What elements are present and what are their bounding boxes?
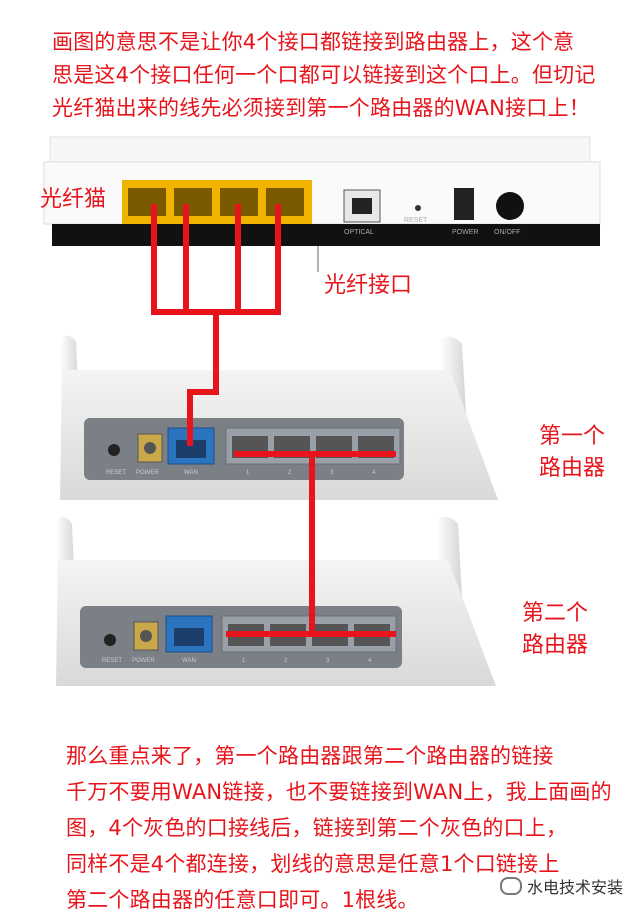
label-router-1: 第一个 路由器 <box>537 421 607 485</box>
router-2: RESET POWER WAN 1 2 3 4 <box>56 516 496 686</box>
note-line: 那么重点来了，第一个路由器跟第二个路由器的链接 <box>66 744 554 768</box>
router1-port-label: 2 <box>288 470 292 476</box>
modem-lan-ports <box>128 188 304 216</box>
label-optical-port: 光纤接口 <box>324 273 413 298</box>
optical-modem: OPTICAL RESET POWER ON/OFF <box>43 136 601 246</box>
note-line: 光纤猫出来的线先必须接到第一个路由器的WAN接口上！ <box>52 96 590 120</box>
bottom-instruction-note: 那么重点来了，第一个路由器跟第二个路由器的链接 千万不要用WAN链接，也不要链接… <box>66 738 636 916</box>
router1-reset-hole <box>108 444 120 456</box>
label-line: 路由器 <box>521 633 588 658</box>
router1-port-label: 3 <box>330 470 334 476</box>
label-router-2: 第二个 路由器 <box>520 598 590 662</box>
router2-port-label: 3 <box>326 658 330 664</box>
note-line: 画图的意思不是让你4个接口都链接到路由器上，这个意 <box>52 30 575 54</box>
watermark-text: 水电技术安装 <box>527 878 624 897</box>
router2-port-label: WAN <box>182 658 196 664</box>
modem-ports-merge-wire <box>151 204 281 315</box>
modem-port-label: OPTICAL <box>344 229 374 236</box>
wechat-icon <box>500 877 522 895</box>
modem-reset-hole <box>415 205 421 211</box>
note-line: 图，4个灰色的口接线后，链接到第二个灰色的口上， <box>66 816 568 840</box>
modem-to-router1-wan-wire <box>187 312 219 446</box>
wiring-lines <box>151 204 396 637</box>
router-1: RESET POWER WAN 1 2 3 4 <box>60 335 498 500</box>
router2-port-label: POWER <box>132 658 155 664</box>
router1-port-label: 4 <box>372 470 376 476</box>
label-line: 第二个 <box>521 601 588 626</box>
router2-reset-hole <box>104 634 116 646</box>
router1-port-label: RESET <box>106 470 126 476</box>
note-line: 千万不要用WAN链接，也不要链接到WAN上，我上面画的 <box>66 780 612 804</box>
label-line: 第一个 <box>538 424 605 449</box>
modem-port-label: POWER <box>452 229 478 236</box>
router2-port-label: 2 <box>284 658 288 664</box>
note-line: 第二个路由器的任意口即可。1根线。 <box>66 888 419 912</box>
modem-port-label: ON/OFF <box>494 229 520 236</box>
note-line: 同样不是4个都连接，划线的意思是任意1个口链接上 <box>66 852 560 876</box>
router2-port-label: 4 <box>368 658 372 664</box>
router1-port-label: WAN <box>184 470 198 476</box>
router1-port-label: POWER <box>136 470 159 476</box>
router2-port-label: 1 <box>242 658 246 664</box>
watermark: 水电技术安装 <box>500 874 623 898</box>
top-instruction-note: 画图的意思不是让你4个接口都链接到路由器上，这个意 思是这4个接口任何一个口都可… <box>52 26 627 125</box>
modem-power-jack <box>454 188 474 220</box>
label-line: 路由器 <box>538 456 605 481</box>
router1-port-label: 1 <box>246 470 250 476</box>
label-optical-modem: 光纤猫 <box>40 187 107 212</box>
note-line: 思是这4个接口任何一个口都可以链接到这个口上。但切记 <box>52 63 596 87</box>
modem-power-switch <box>496 192 524 220</box>
modem-port-label: RESET <box>404 217 428 224</box>
router2-port-label: RESET <box>102 658 122 664</box>
